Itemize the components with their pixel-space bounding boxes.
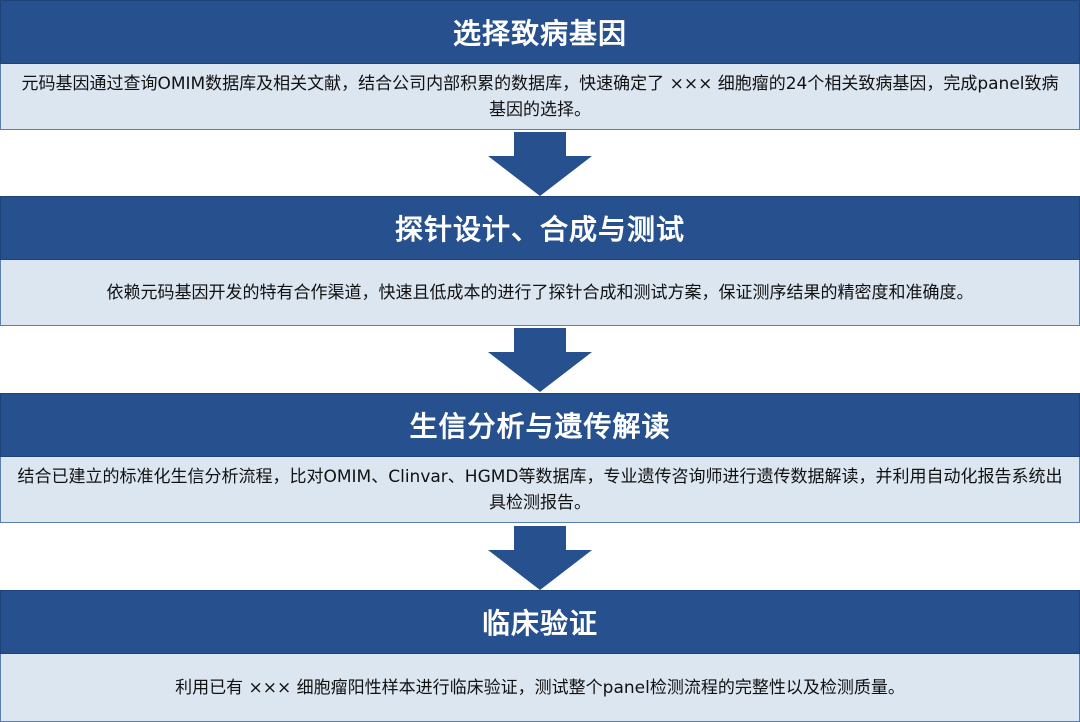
step-probe-design: 探针设计、合成与测试 依赖元码基因开发的特有合作渠道，快速且低成本的进行了探针合… — [0, 196, 1080, 326]
step-description: 利用已有 ××× 细胞瘤阳性样本进行临床验证，测试整个panel检测流程的完整性… — [0, 654, 1080, 722]
step-title: 生信分析与遗传解读 — [0, 393, 1080, 457]
step-description-text: 结合已建立的标准化生信分析流程，比对OMIM、Clinvar、HGMD等数据库，… — [17, 466, 1063, 513]
step-title: 选择致病基因 — [0, 0, 1080, 64]
step-description: 依赖元码基因开发的特有合作渠道，快速且低成本的进行了探针合成和测试方案，保证测序… — [0, 260, 1080, 326]
down-arrow-icon — [488, 132, 592, 196]
down-arrow-icon — [488, 526, 592, 590]
step-title: 探针设计、合成与测试 — [0, 196, 1080, 260]
step-description-text: 依赖元码基因开发的特有合作渠道，快速且低成本的进行了探针合成和测试方案，保证测序… — [106, 282, 974, 303]
step-select-pathogenic-genes: 选择致病基因 元码基因通过查询OMIM数据库及相关文献，结合公司内部积累的数据库… — [0, 0, 1080, 130]
down-arrow-icon — [488, 328, 592, 392]
step-clinical-validation: 临床验证 利用已有 ××× 细胞瘤阳性样本进行临床验证，测试整个panel检测流… — [0, 590, 1080, 722]
step-description-text: 利用已有 ××× 细胞瘤阳性样本进行临床验证，测试整个panel检测流程的完整性… — [175, 677, 905, 698]
step-description: 元码基因通过查询OMIM数据库及相关文献，结合公司内部积累的数据库，快速确定了 … — [0, 64, 1080, 130]
step-description: 结合已建立的标准化生信分析流程，比对OMIM、Clinvar、HGMD等数据库，… — [0, 457, 1080, 523]
step-description-text: 元码基因通过查询OMIM数据库及相关文献，结合公司内部积累的数据库，快速确定了 … — [21, 73, 1059, 120]
step-bioinformatics-analysis: 生信分析与遗传解读 结合已建立的标准化生信分析流程，比对OMIM、Clinvar… — [0, 393, 1080, 523]
step-title: 临床验证 — [0, 590, 1080, 654]
